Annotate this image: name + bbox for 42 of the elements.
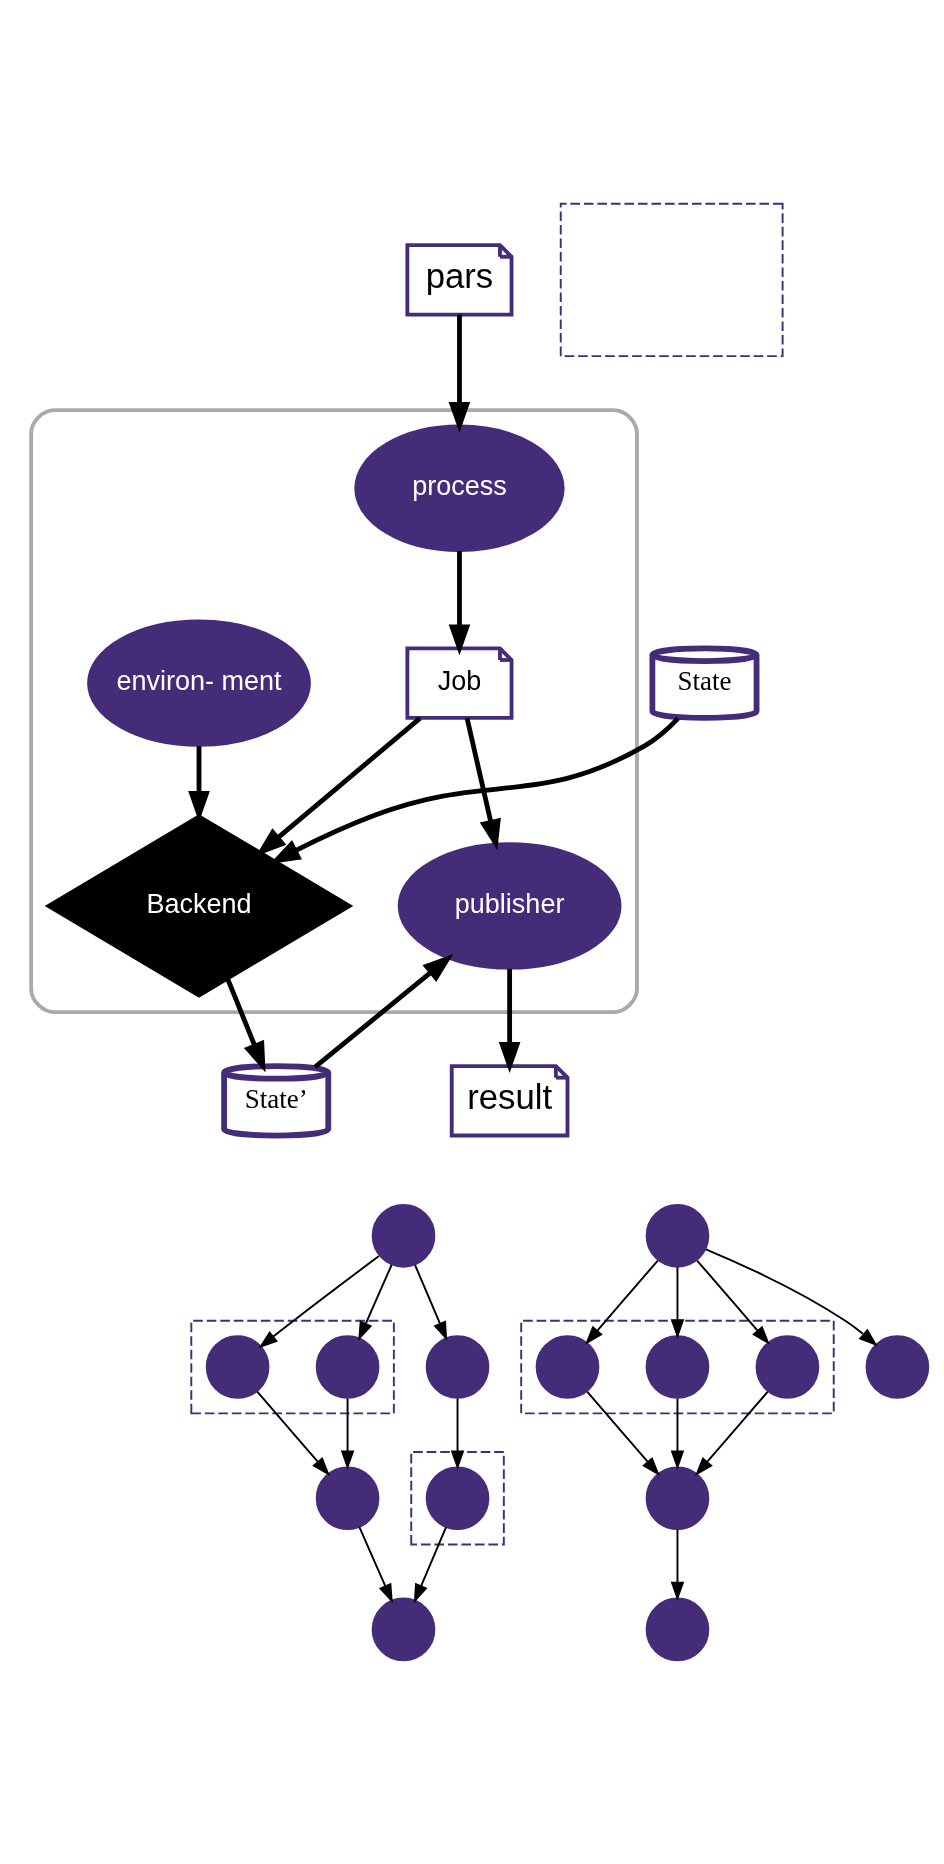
arrow xyxy=(670,1528,685,1602)
arrow xyxy=(413,1526,448,1604)
node-circle xyxy=(425,1466,490,1531)
node-ellipse: environ- ment xyxy=(87,619,311,747)
node-circle xyxy=(645,1335,710,1399)
arrow xyxy=(258,1255,380,1349)
arrow xyxy=(695,1390,769,1476)
arrow xyxy=(256,1390,330,1476)
arrow xyxy=(670,1266,685,1339)
arrow xyxy=(585,1259,659,1345)
node-circle xyxy=(645,1466,710,1531)
node-circle xyxy=(865,1335,930,1399)
node-circle xyxy=(645,1597,710,1662)
arrow xyxy=(313,953,454,1070)
node-circle xyxy=(315,1335,380,1399)
cluster xyxy=(29,408,639,1014)
arrow xyxy=(464,717,501,851)
node-circle xyxy=(371,1597,436,1662)
node-circle xyxy=(205,1335,270,1399)
node-circle xyxy=(371,1204,436,1268)
arrow xyxy=(225,978,266,1073)
arrow xyxy=(586,1390,660,1476)
node-ellipse: process xyxy=(354,424,565,552)
node-circle xyxy=(645,1204,710,1268)
arrow xyxy=(414,1263,448,1341)
node-box xyxy=(559,202,784,358)
arrow xyxy=(448,551,471,656)
arrow xyxy=(696,1259,770,1345)
node-circle xyxy=(425,1335,490,1399)
arrow xyxy=(340,1397,355,1470)
node-circle xyxy=(755,1335,820,1399)
arrow xyxy=(448,314,471,433)
arrow xyxy=(498,968,521,1073)
arrow xyxy=(358,1526,393,1604)
arrow xyxy=(358,1263,393,1341)
arrow xyxy=(670,1397,685,1470)
arrow xyxy=(704,1248,878,1347)
arrow xyxy=(450,1397,465,1470)
node-circle xyxy=(315,1466,380,1531)
node-diamond: Backend xyxy=(44,814,354,998)
node-ellipse: publisher xyxy=(397,842,622,970)
node-circle xyxy=(535,1335,600,1399)
